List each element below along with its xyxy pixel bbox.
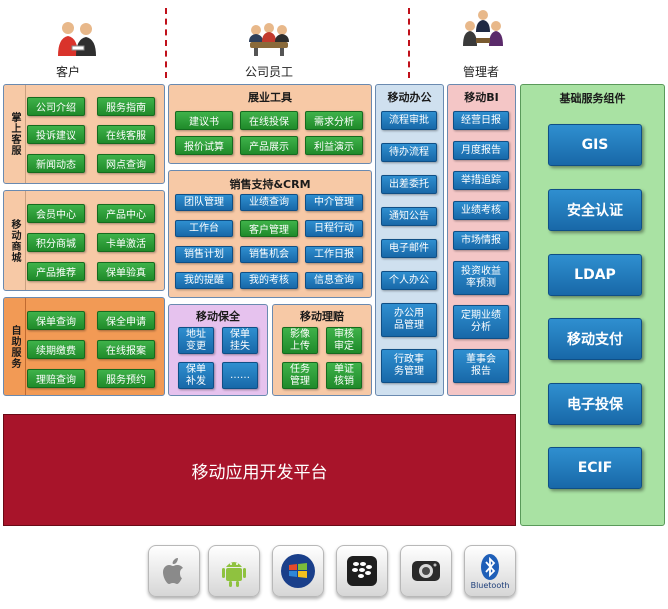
sales-crm-title: 销售支持&CRM [229,178,311,191]
mobile-claims-title: 移动理赔 [300,310,344,323]
mobile-dev-platform: 移动应用开发平台 [3,414,516,526]
mobile-preservation-title: 移动保全 [196,310,240,323]
platform-label: 移动应用开发平台 [191,462,328,483]
service-booking-button[interactable]: 服务预约 [97,369,155,388]
separator-line-left [165,8,167,78]
review-approve-button[interactable]: 审核审定 [326,327,362,354]
staff-meeting-icon [249,23,289,56]
daily-report-button[interactable]: 工作日报 [305,246,363,263]
apple-icon [148,545,200,597]
separator-line-right [408,8,410,78]
product-display-button[interactable]: 产品展示 [240,136,298,155]
investment-forecast-button[interactable]: 投资收益率预测 [453,261,509,295]
foundation-services-title: 基础服务组件 [559,92,626,105]
blackberry-icon [336,545,388,597]
online-insure-button[interactable]: 在线投保 [240,111,298,130]
workbench-button[interactable]: 工作台 [175,220,233,237]
service-guide-button[interactable]: 服务指南 [97,97,155,116]
preservation-apply-button[interactable]: 保全申请 [97,311,155,330]
agency-management-button[interactable]: 中介管理 [305,194,363,211]
personal-office-button[interactable]: 个人办公 [381,271,437,290]
schedule-action-button[interactable]: 日程行动 [305,220,363,237]
branch-search-button[interactable]: 网点查询 [97,154,155,173]
security-auth-button[interactable]: 安全认证 [548,189,642,231]
mobile-mall-label: 移动商城 [9,218,20,263]
bluetooth-label: Bluetooth [470,580,510,590]
document-writeoff-button[interactable]: 单证核销 [326,362,362,389]
self-service-label: 自助服务 [9,324,20,369]
travel-delegation-button[interactable]: 出差委托 [381,175,437,194]
role-manager-label: 管理者 [462,65,499,79]
needs-analysis-button[interactable]: 需求分析 [305,111,363,130]
notice-announcement-button[interactable]: 通知公告 [381,207,437,226]
ecif-button[interactable]: ECIF [548,447,642,489]
card-activation-button[interactable]: 卡单激活 [97,233,155,252]
member-center-button[interactable]: 会员中心 [27,204,85,223]
email-button[interactable]: 电子邮件 [381,239,437,258]
product-recommend-button[interactable]: 产品推荐 [27,262,85,281]
manager-group-icon [463,10,503,46]
info-query-button[interactable]: 信息查询 [305,272,363,289]
quote-calc-button[interactable]: 报价试算 [175,136,233,155]
performance-assessment-button[interactable]: 业绩考核 [453,201,509,220]
online-support-button[interactable]: 在线客服 [97,125,155,144]
task-management-button[interactable]: 任务管理 [282,362,318,389]
benefit-demo-button[interactable]: 利益演示 [305,136,363,155]
role-customer-label: 客户 [55,65,80,79]
android-icon [208,545,260,597]
board-report-button[interactable]: 董事会报告 [453,349,509,383]
e-insurance-button[interactable]: 电子投保 [548,383,642,425]
bluetooth-icon: Bluetooth [464,545,516,597]
online-claim-report-button[interactable]: 在线报案 [97,340,155,359]
process-approval-button[interactable]: 流程审批 [381,111,437,130]
image-upload-button[interactable]: 影像上传 [282,327,318,354]
business-tools-title: 展业工具 [248,91,292,104]
mobile-payment-button[interactable]: 移动支付 [548,318,642,360]
sales-plan-button[interactable]: 销售计划 [175,246,233,263]
policy-reissue-button[interactable]: 保单补发 [178,362,214,389]
online-service-label: 掌上客服 [9,112,20,156]
admin-affairs-button[interactable]: 行政事务管理 [381,349,437,383]
more-button[interactable]: …… [222,362,258,389]
policy-verify-button[interactable]: 保单验真 [97,262,155,281]
team-management-button[interactable]: 团队管理 [175,194,233,211]
policy-query-button[interactable]: 保单查询 [27,311,85,330]
customer-management-button[interactable]: 客户管理 [240,220,298,237]
policy-loss-report-button[interactable]: 保单挂失 [222,327,258,354]
office-supplies-button[interactable]: 办公用品管理 [381,303,437,337]
claim-query-button[interactable]: 理赔查询 [27,369,85,388]
product-center-button[interactable]: 产品中心 [97,204,155,223]
sales-opportunity-button[interactable]: 销售机会 [240,246,298,263]
customer-people-icon [58,22,96,56]
pending-process-button[interactable]: 待办流程 [381,143,437,162]
windows-phone-icon [272,545,324,597]
points-mall-button[interactable]: 积分商城 [27,233,85,252]
complaint-suggestion-button[interactable]: 投诉建议 [27,125,85,144]
proposal-button[interactable]: 建议书 [175,111,233,130]
mobile-office-title: 移动办公 [387,91,432,104]
business-daily-button[interactable]: 经营日报 [453,111,509,130]
monthly-report-button[interactable]: 月度报告 [453,141,509,160]
news-button[interactable]: 新闻动态 [27,154,85,173]
company-intro-button[interactable]: 公司介绍 [27,97,85,116]
performance-query-button[interactable]: 业绩查询 [240,194,298,211]
renewal-payment-button[interactable]: 续期缴费 [27,340,85,359]
symbian-icon [400,545,452,597]
my-assessment-button[interactable]: 我的考核 [240,272,298,289]
ldap-button[interactable]: LDAP [548,254,642,296]
gis-button[interactable]: GIS [548,124,642,166]
my-reminders-button[interactable]: 我的提醒 [175,272,233,289]
periodic-analysis-button[interactable]: 定期业绩分析 [453,305,509,339]
market-intelligence-button[interactable]: 市场情报 [453,231,509,250]
mobile-bi-title: 移动BI [464,91,499,104]
role-staff-label: 公司员工 [244,65,293,79]
initiative-tracking-button[interactable]: 举措追踪 [453,171,509,190]
address-change-button[interactable]: 地址变更 [178,327,214,354]
